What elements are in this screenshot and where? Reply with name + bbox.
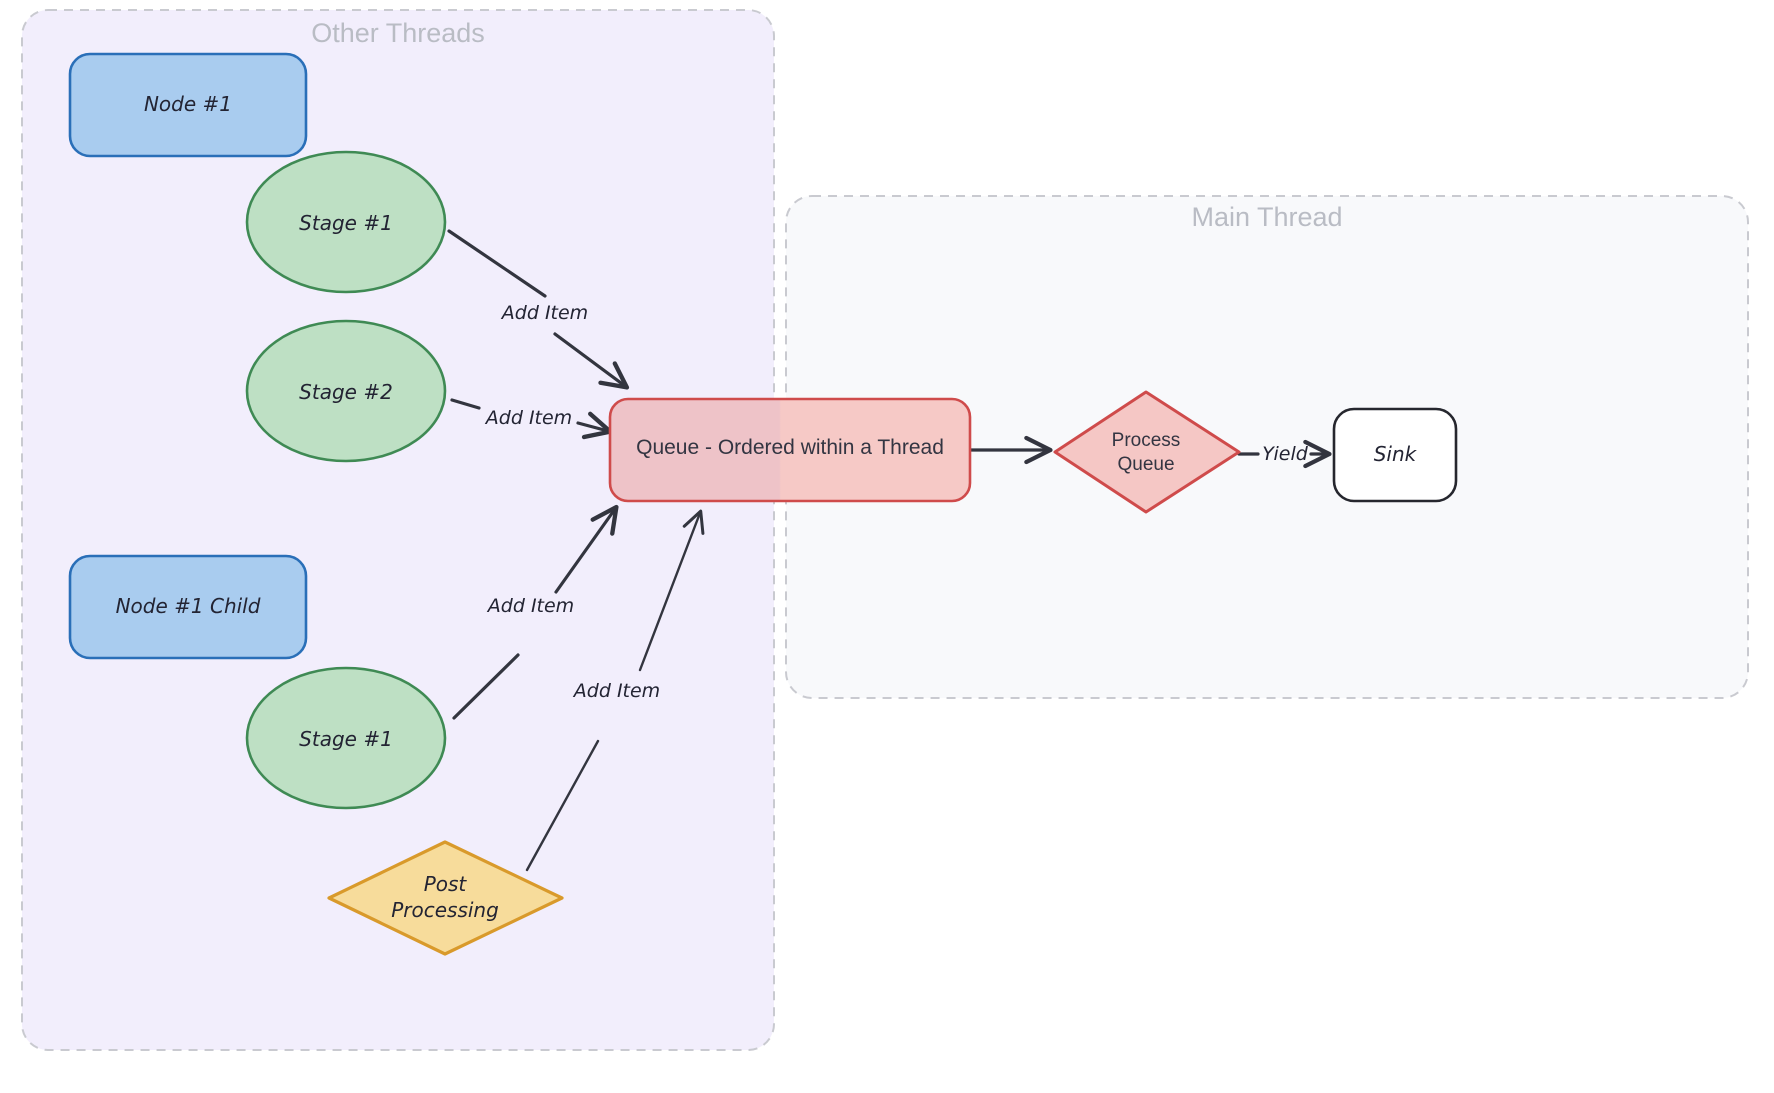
node-process-queue[interactable]: Process Queue (1053, 390, 1241, 514)
other-threads-boundary (21, 9, 775, 1051)
node1-child-shape[interactable] (68, 554, 308, 660)
stage1-top-label: Stage #1 (299, 211, 393, 235)
queue-label: Queue - Ordered within a Thread (636, 436, 944, 459)
edge-label-yield: Yield (1262, 443, 1309, 465)
post-processing-label-line2: Processing (391, 898, 499, 922)
process-queue-label-line2: Queue (1117, 454, 1174, 475)
stage2-shape[interactable] (245, 319, 447, 463)
node-sink[interactable]: Sink (1332, 407, 1458, 503)
node-stage2[interactable]: Stage #2 (245, 319, 447, 463)
node-stage1-bottom[interactable]: Stage #1 (245, 666, 447, 810)
stage2-label: Stage #2 (299, 380, 393, 404)
group-main-thread: Main Thread (785, 195, 1749, 699)
sink-shape[interactable] (1332, 407, 1458, 503)
node-post-processing[interactable]: Post Processing (327, 840, 564, 956)
node-queue[interactable]: Queue - Ordered within a Thread (608, 397, 972, 503)
edge-processqueue-to-sink: Yield (1237, 439, 1332, 469)
post-processing-shape[interactable] (327, 840, 564, 956)
group-other-threads: Other Threads (21, 9, 775, 1051)
node1-child-label: Node #1 Child (116, 594, 261, 618)
edge-stage1top-to-queue: Add Item (447, 229, 630, 390)
edge-label-add-item-1: Add Item (500, 302, 588, 324)
stage1-top-shape[interactable] (245, 150, 447, 294)
node-node1-child[interactable]: Node #1 Child (68, 554, 308, 660)
other-threads-title: Other Threads (311, 18, 485, 48)
process-queue-label-line1: Process (1112, 430, 1181, 451)
edge-postprocessing-to-queue: Add Item (525, 509, 705, 872)
node-stage1-top[interactable]: Stage #1 (245, 150, 447, 294)
edge-label-add-item-4: Add Item (572, 680, 660, 702)
stage1-bottom-label: Stage #1 (299, 727, 393, 751)
sink-label: Sink (1374, 442, 1418, 466)
edge-stage2-to-queue: Add Item (450, 398, 613, 440)
edge-stage1bottom-to-queue: Add Item (452, 504, 619, 720)
node1-shape[interactable] (68, 52, 308, 158)
post-processing-label-line1: Post (424, 872, 468, 896)
node-node1[interactable]: Node #1 (68, 52, 308, 158)
stage1-bottom-shape[interactable] (245, 666, 447, 810)
queue-shape[interactable] (608, 397, 972, 503)
node1-label: Node #1 (144, 92, 232, 116)
main-thread-title: Main Thread (1191, 202, 1342, 232)
edge-label-add-item-3: Add Item (486, 595, 574, 617)
process-queue-shape[interactable] (1053, 390, 1241, 514)
edge-label-add-item-2: Add Item (484, 407, 572, 429)
